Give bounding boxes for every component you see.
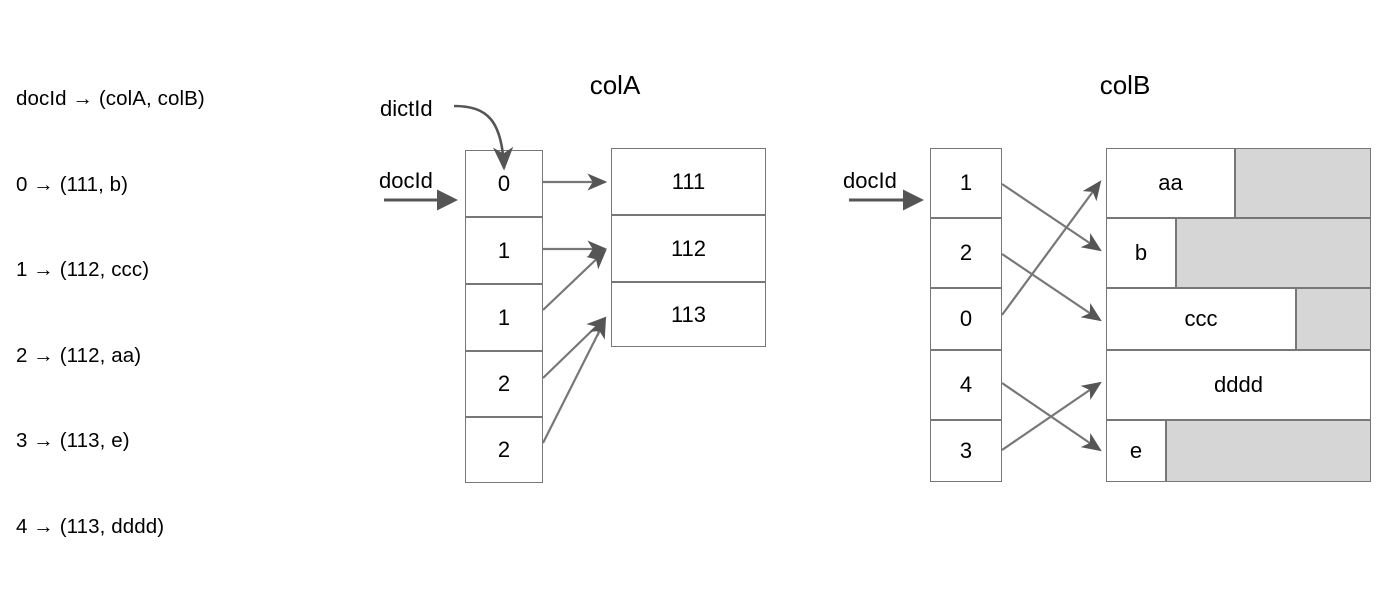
colB-link-0 [1001,183,1102,252]
colA-index-cell-4: 2 [465,417,543,483]
colB-value-cell-2: ccc [1106,288,1296,350]
colB-index-value-2: 0 [959,306,973,331]
colB-title: colB [1099,70,1151,100]
colB-index-value-0: 1 [959,170,973,195]
colA-link-3 [542,316,607,379]
colB-link-3 [1001,382,1102,452]
colB-padding-1 [1176,218,1371,288]
colA-dict-cell-1: 112 [611,215,766,282]
colB-value-cell-1: b [1106,218,1176,288]
legend-line-0: docId → (colA, colB) [16,87,205,110]
colB-value-text-4: e [1129,438,1143,463]
colB-link-2 [1001,180,1102,316]
legend-line-4: 3 → (113, e) [16,429,130,452]
colB-index-cell-2: 0 [930,288,1002,350]
colB-value-text-1: b [1134,240,1148,265]
colB-link-4 [1001,381,1102,451]
colB-value-text-3: dddd [1214,372,1263,397]
colA-index-value-1: 1 [497,237,511,263]
colA-dict-value-2: 113 [670,301,707,327]
colB-link-1 [1001,253,1102,322]
legend-line-1: 0 → (111, b) [16,172,129,196]
colA-dict-cell-0: 111 [611,148,766,215]
colB-value-cell-4: e [1106,420,1166,482]
colB-index-cell-1: 2 [930,218,1002,288]
legend-line-2: 1 → (112, ccc) [16,258,150,281]
colB-value-cell-3: dddd [1106,350,1371,420]
colA-index-cell-3: 2 [465,351,543,417]
colB-index-value-3: 4 [959,372,973,397]
colA-link-2 [542,249,607,311]
colA-dict-value-0: 111 [671,168,706,194]
colB-value-text-0: aa [1158,170,1183,195]
legend-line-3: 2 → (112, aa) [16,343,142,367]
colB-value-cell-0: aa [1106,148,1235,218]
colB-value-text-2: ccc [1184,306,1218,331]
colB-padding-0 [1235,148,1371,218]
colA-index-value-2: 1 [497,304,511,330]
colB-docid-label: docId [843,168,897,193]
dictid-label: dictId [380,96,433,121]
colB-index-cell-0: 1 [930,148,1002,218]
colB-padding-4 [1166,420,1371,482]
colA-index-value-3: 2 [497,371,511,396]
colA-dict-value-1: 112 [670,235,707,261]
colA-index-value-0: 0 [497,170,511,196]
colB-index-value-4: 3 [959,438,973,463]
colA-index-value-4: 2 [497,437,511,462]
colA-index-cell-1: 1 [465,217,543,284]
colB-index-cell-3: 4 [930,350,1002,420]
colA-link-4 [542,318,606,444]
diagram-canvas: docId → (colA, colB) 0 → (111, b) 1 → (1… [16,70,1371,538]
colB-index-cell-4: 3 [930,420,1002,482]
colA-dict-cell-2: 113 [611,282,766,347]
colB-index-value-1: 2 [959,240,973,265]
colA-index-cell-0: 0 [465,150,543,217]
colB-padding-2 [1296,288,1371,350]
legend-line-5: 4 → (113, dddd) [16,514,165,538]
colA-title: colA [589,70,641,100]
docid-mapping-legend: docId → (colA, colB) 0 → (111, b) 1 → (1… [16,28,205,598]
colA-docid-label: docId [379,168,433,193]
colA-index-cell-2: 1 [465,284,543,351]
